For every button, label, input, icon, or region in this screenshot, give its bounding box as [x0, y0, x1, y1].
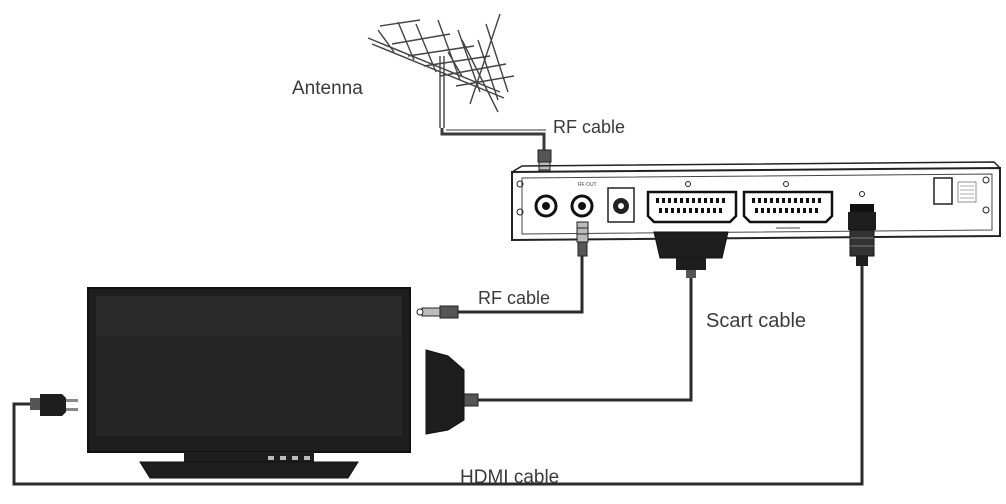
- hdmi-cable-label: HDMI cable: [460, 467, 559, 488]
- scart-port-2: [742, 181, 834, 229]
- tv-buttons: [268, 456, 310, 460]
- hdmi-plug-stb: [848, 212, 876, 266]
- power-switch: [933, 177, 953, 205]
- rf-cable-antenna: [440, 128, 546, 150]
- power-plug: [30, 394, 78, 416]
- rf-cable-top-label: RF cable: [553, 117, 625, 137]
- rf-cable-tv-label: RF cable: [478, 288, 550, 308]
- antenna: [367, 13, 515, 128]
- tv: [87, 287, 411, 479]
- scart-cable: [478, 278, 693, 402]
- hdmi-cable: [12, 266, 864, 486]
- set-top-box: RF OUT: [511, 161, 1001, 242]
- rf-cable-tv: [458, 256, 584, 314]
- scart-plug-stb: [653, 231, 729, 278]
- scart-port-1: [646, 181, 738, 224]
- svg-text:RF OUT: RF OUT: [578, 182, 597, 188]
- rf-plug-tv: [416, 305, 459, 319]
- antenna-label: Antenna: [292, 78, 363, 99]
- scart-cable-label: Scart cable: [706, 310, 806, 332]
- rf-plug-out: [576, 221, 589, 257]
- scart-plug-tv: [425, 349, 479, 435]
